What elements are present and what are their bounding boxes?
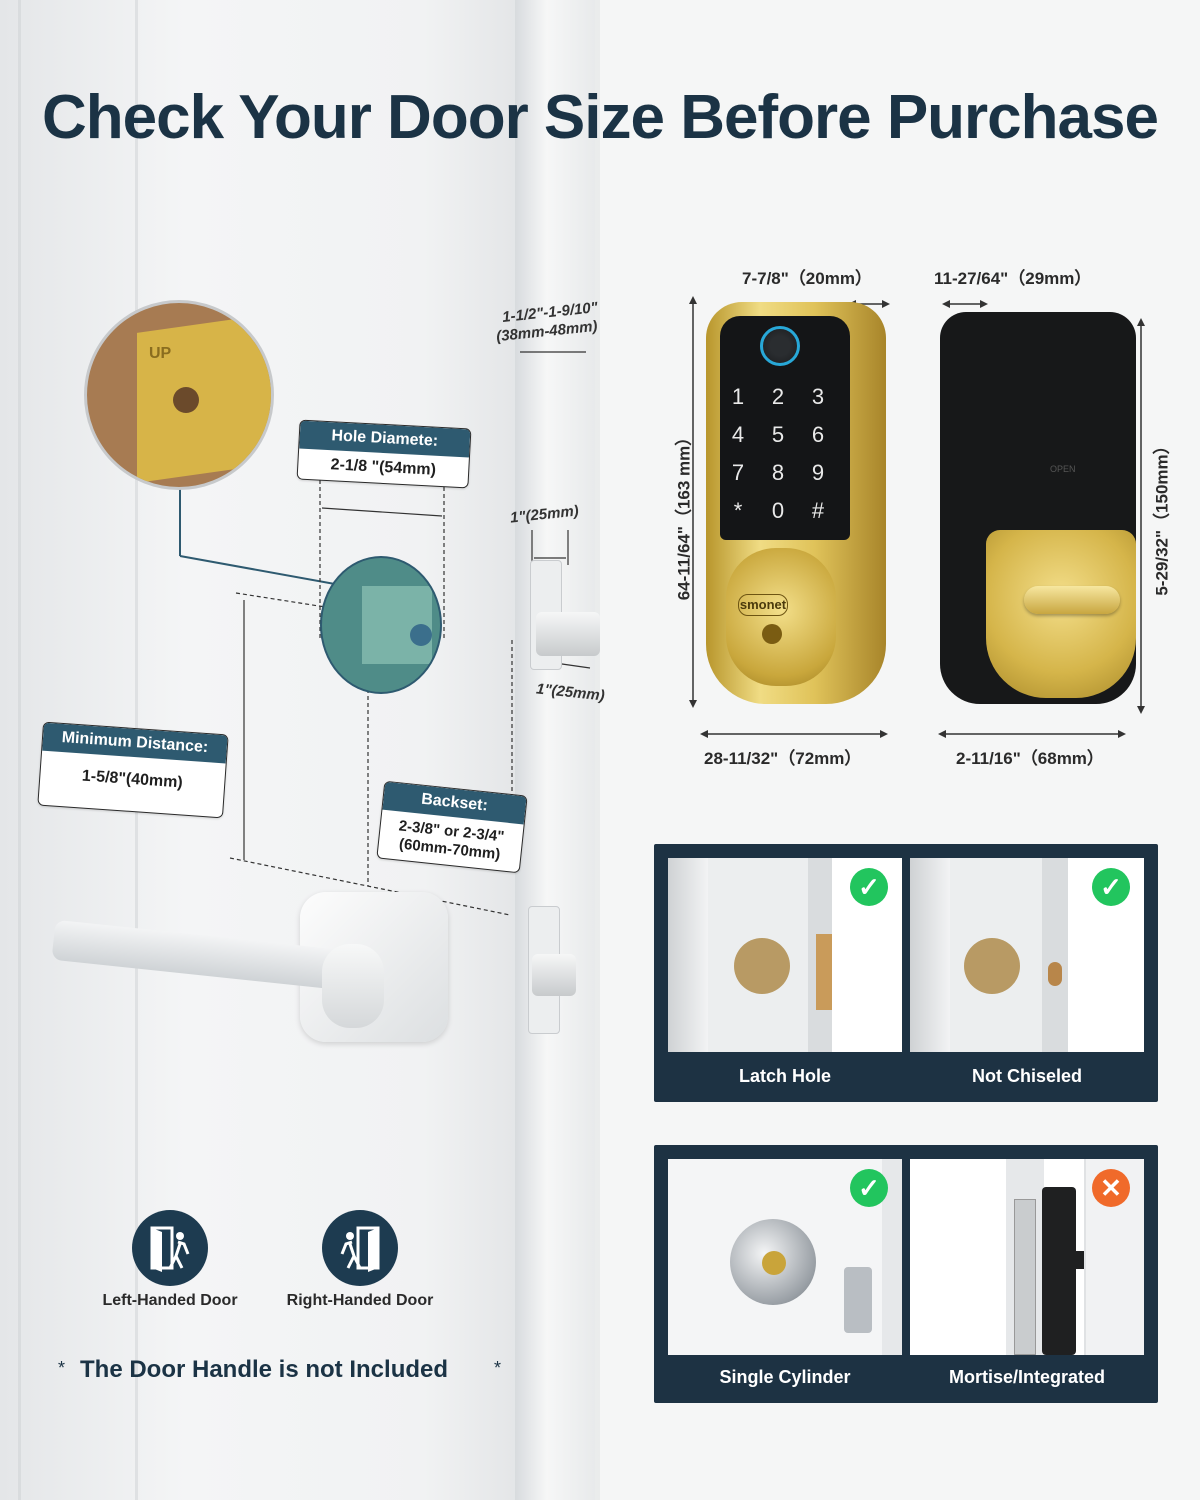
key-hash: # (811, 498, 825, 523)
single-cylinder-caption: Single Cylinder (719, 1367, 851, 1387)
front-width-label: 28-11/32"（72mm） (704, 749, 862, 768)
door-edge (515, 0, 595, 1500)
thumb-turn (1024, 586, 1120, 614)
key-0: 0 (771, 498, 785, 523)
front-height-label: 64-11/64"（163 mm） (674, 428, 694, 601)
key-6: 6 (811, 422, 825, 447)
mortise-cross-icon: ✕ (1092, 1169, 1130, 1207)
left-handed-caption: Left-Handed Door (102, 1292, 238, 1309)
front-width-dimension (700, 726, 888, 738)
door-prep-panel: ✓ Latch Hole ✓ Not Chiseled (654, 844, 1158, 1102)
not-chiseled-caption: Not Chiseled (971, 1066, 1082, 1086)
minimum-distance-value: 1-5/8"(40mm) (81, 767, 184, 792)
back-height-label: 5-29/32"（150mm） (1152, 437, 1172, 596)
up-marker: UP (149, 345, 172, 362)
key-8: 8 (771, 460, 785, 485)
footnote: The Door Handle is not Included (80, 1356, 449, 1383)
fingerprint-icon (760, 326, 800, 366)
back-width-label: 2-11/16"（68mm） (956, 749, 1104, 768)
key-1: 1 (731, 384, 745, 409)
back-lock-trim (986, 530, 1136, 698)
key-2: 2 (771, 384, 785, 409)
bottom-latch-bolt (532, 954, 576, 996)
right-handed-caption: Right-Handed Door (286, 1292, 434, 1309)
not-chiseled-check-icon: ✓ (1092, 868, 1130, 906)
key-5: 5 (771, 422, 785, 447)
mortise-caption: Mortise/Integrated (948, 1367, 1106, 1387)
lock-type-panel: ✓ Single Cylinder ✕ Mortise/Integrated (654, 1145, 1158, 1403)
front-depth-label: 7-7/8"（20mm） (742, 269, 872, 288)
handle-hub (322, 944, 384, 1028)
hole-diameter-tag: Hole Diamete: 2-1/8 "(54mm) (296, 419, 472, 489)
latch-hole-check-icon: ✓ (850, 868, 888, 906)
page-title: Check Your Door Size Before Purchase (42, 83, 1159, 152)
key-9: 9 (811, 460, 825, 485)
key-star: * (733, 498, 743, 523)
key-4: 4 (731, 422, 745, 447)
zoom-circle-hole (320, 556, 442, 694)
latch-hole-caption: Latch Hole (738, 1066, 831, 1086)
front-height-dimension (688, 296, 698, 708)
left-handed-door-icon (132, 1210, 208, 1286)
not-chiseled-image (910, 858, 1144, 1052)
single-cylinder-check-icon: ✓ (850, 1169, 888, 1207)
backset-tag: Backset: 2-3/8" or 2-3/4" (60mm-70mm) (376, 780, 528, 874)
key-7: 7 (731, 460, 745, 485)
open-marking: OPEN (1050, 464, 1076, 474)
front-lock-rose (726, 548, 836, 686)
mortise-image (910, 1159, 1144, 1355)
back-depth-dimension (942, 296, 988, 308)
front-keypad: 1 2 3 4 5 6 7 8 9 * 0 # (718, 384, 838, 524)
footnote-asterisk-right: * (494, 1358, 502, 1378)
zoom-circle-strike: UP (84, 300, 274, 490)
key-3: 3 (811, 384, 825, 409)
minimum-distance-tag: Minimum Distance: 1-5/8"(40mm) (37, 721, 229, 819)
back-width-dimension (938, 726, 1126, 738)
back-depth-label: 11-27/64"（29mm） (934, 269, 1092, 288)
top-latch-bolt (536, 612, 600, 656)
brand-logo: smonet (738, 594, 788, 616)
key-cylinder-icon (762, 624, 782, 644)
footnote-asterisk-left: * (58, 1358, 66, 1378)
back-height-dimension (1136, 318, 1146, 714)
right-handed-door-icon (322, 1210, 398, 1286)
